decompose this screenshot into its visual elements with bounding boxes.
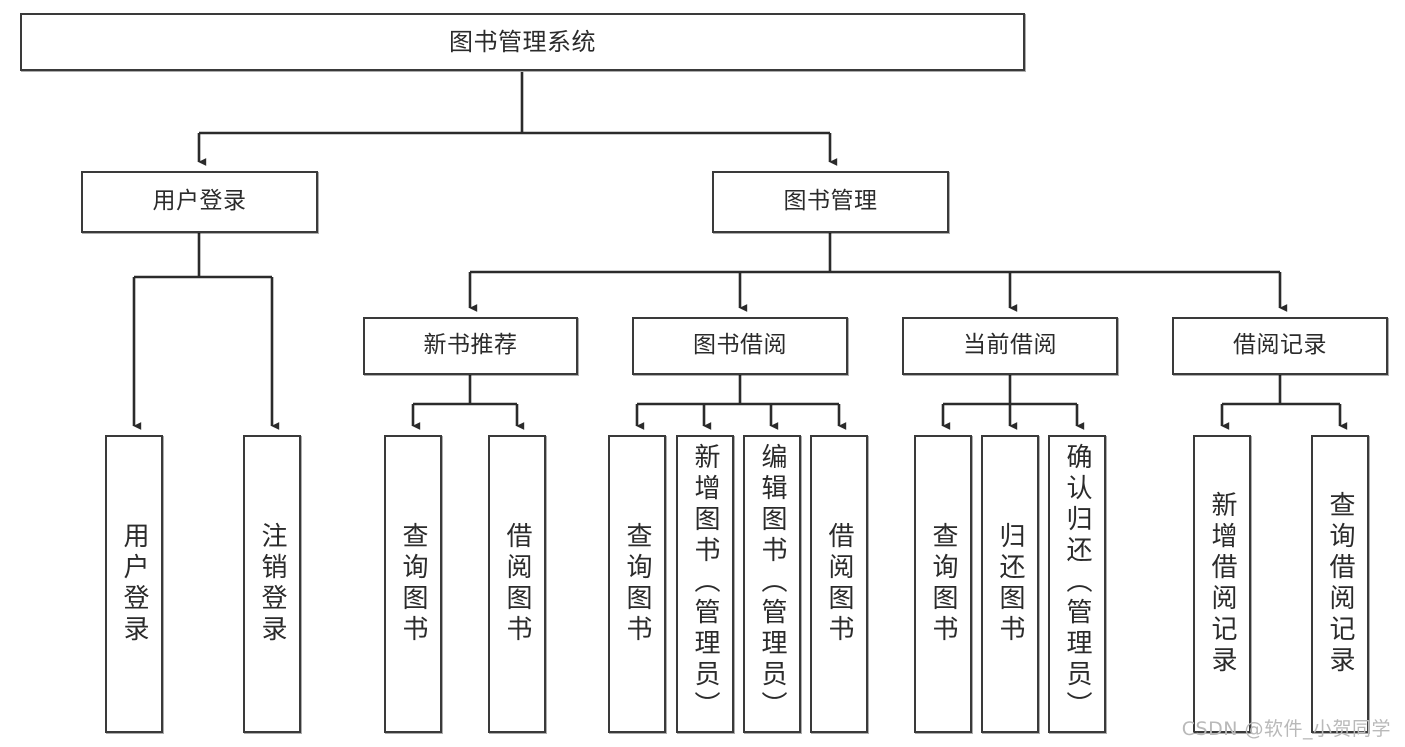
node-label: 注销登录 — [257, 522, 288, 646]
node-label: 借阅图书 — [824, 522, 855, 646]
node-label: 确认归还（管理员） — [1062, 443, 1093, 722]
leaf-add-borrow-record[interactable]: 新增借阅记录 — [1193, 435, 1251, 733]
leaf-return-book[interactable]: 归还图书 — [981, 435, 1039, 733]
leaf-confirm-return-admin[interactable]: 确认归还（管理员） — [1048, 435, 1106, 733]
node-label: 用户登录 — [152, 188, 247, 215]
node-label: 编辑图书（管理员） — [757, 443, 788, 722]
node-label: 查询借阅记录 — [1325, 491, 1356, 677]
node-root-system[interactable]: 图书管理系统 — [20, 13, 1025, 71]
node-label: 查询图书 — [398, 522, 429, 646]
node-label: 图书管理系统 — [449, 27, 596, 56]
node-label: 归还图书 — [995, 522, 1026, 646]
node-new-book-recommend[interactable]: 新书推荐 — [363, 317, 578, 375]
node-label: 用户登录 — [119, 522, 150, 646]
node-book-borrow[interactable]: 图书借阅 — [632, 317, 848, 375]
node-label: 图书借阅 — [693, 332, 787, 359]
node-label: 借阅图书 — [502, 522, 533, 646]
node-label: 新增图书（管理员） — [690, 443, 721, 722]
leaf-query-book-current[interactable]: 查询图书 — [914, 435, 972, 733]
leaf-add-book-admin[interactable]: 新增图书（管理员） — [676, 435, 734, 733]
leaf-user-login[interactable]: 用户登录 — [105, 435, 163, 733]
node-book-management[interactable]: 图书管理 — [712, 171, 949, 233]
leaf-query-book-recommend[interactable]: 查询图书 — [384, 435, 442, 733]
node-label: 查询图书 — [622, 522, 653, 646]
node-label: 查询图书 — [928, 522, 959, 646]
node-user-login[interactable]: 用户登录 — [81, 171, 318, 233]
leaf-logout[interactable]: 注销登录 — [243, 435, 301, 733]
leaf-borrow-book-recommend[interactable]: 借阅图书 — [488, 435, 546, 733]
leaf-edit-book-admin[interactable]: 编辑图书（管理员） — [743, 435, 801, 733]
node-label: 新书推荐 — [423, 332, 518, 359]
csdn-watermark: CSDN @软件_小贺同学 — [1181, 718, 1391, 740]
leaf-query-book-borrow[interactable]: 查询图书 — [608, 435, 666, 733]
node-current-borrow[interactable]: 当前借阅 — [902, 317, 1118, 375]
node-label: 新增借阅记录 — [1207, 491, 1238, 677]
leaf-query-borrow-record[interactable]: 查询借阅记录 — [1311, 435, 1369, 733]
node-borrow-records[interactable]: 借阅记录 — [1172, 317, 1388, 375]
leaf-borrow-book[interactable]: 借阅图书 — [810, 435, 868, 733]
node-label: 借阅记录 — [1233, 332, 1327, 359]
node-label: 当前借阅 — [963, 332, 1057, 359]
node-label: 图书管理 — [783, 188, 878, 215]
